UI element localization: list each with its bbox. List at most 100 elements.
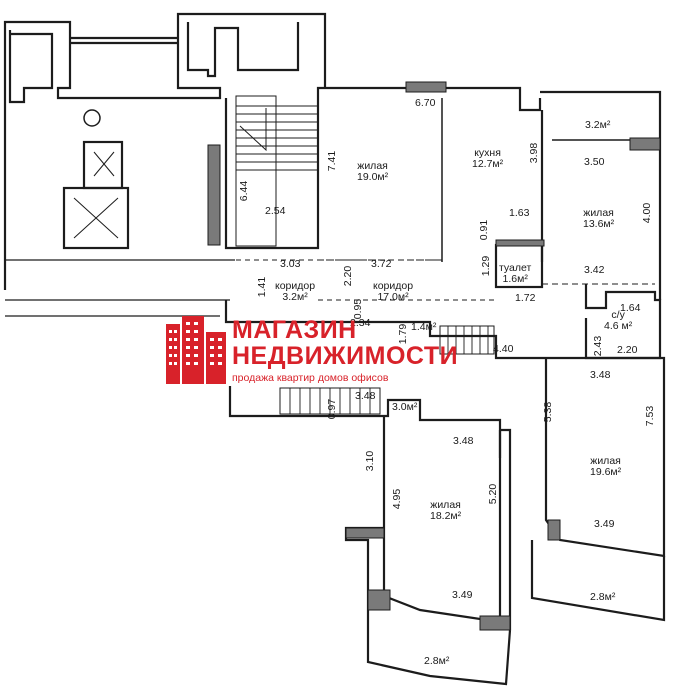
room-name: жилая [590, 455, 621, 467]
room-area: 1.4м² [411, 321, 437, 333]
dim-label: 3.49 [452, 589, 473, 601]
wall-left-inner [8, 30, 54, 104]
dim-label: 1.72 [515, 292, 536, 304]
dim-label: 3.48 [453, 435, 474, 447]
room-small-2: 3.0м² [392, 401, 418, 413]
room-balcony-right: 2.8м² [590, 591, 616, 603]
dim-label: 1.41 [256, 276, 269, 298]
dim-label: 1.64 [620, 302, 641, 314]
wall-right-living [544, 356, 666, 558]
column-5 [547, 519, 561, 541]
stair-arrow [239, 108, 267, 152]
wall-apartment-top [316, 86, 542, 112]
column-3 [629, 137, 661, 151]
room-area: 1.6м² [502, 273, 528, 286]
column-2 [405, 81, 447, 93]
dim-label: 3.72 [371, 258, 392, 270]
room-area: 17.0м² [377, 291, 409, 304]
room-name: с/у [611, 309, 625, 321]
column-1 [207, 144, 221, 246]
logo-line-1: МАГАЗИН [232, 316, 357, 344]
wall-central [224, 300, 586, 360]
wall-balcony-top [540, 90, 662, 300]
room-corridor-1: коридор 3.2м² [275, 280, 316, 304]
dim-label: 3.48 [590, 369, 611, 381]
dim-label: 5.38 [542, 401, 555, 423]
room-name: жилая [583, 207, 614, 219]
dim-label: 2.20 [342, 265, 355, 287]
dim-label: 2.20 [617, 344, 638, 356]
room-area: 2.8м² [424, 655, 450, 667]
column-7 [479, 615, 511, 631]
room-balcony-top: 3.2м² [585, 119, 611, 131]
dim-label: 3.10 [364, 450, 377, 472]
room-toilet: туалет 1.6м² [499, 262, 532, 286]
dim-label: 6.70 [415, 97, 436, 109]
column-8 [345, 527, 385, 539]
room-area: 3.0м² [392, 401, 418, 413]
room-living-4: жилая 18.2м² [430, 499, 462, 523]
column-6 [367, 589, 391, 611]
dim-label: 1.29 [480, 255, 493, 277]
dashed-lines [200, 259, 496, 301]
agency-logo: МАГАЗИН НЕДВИЖИМОСТИ продажа квартир дом… [164, 312, 458, 392]
dim-label: 4.40 [493, 343, 514, 355]
room-name: жилая [430, 499, 461, 511]
room-area: 19.0м² [357, 171, 389, 184]
room-living-2: жилая 13.6м² [583, 207, 615, 231]
dim-label: 7.41 [326, 150, 339, 172]
dim-label: 2.34 [350, 317, 371, 329]
walls [3, 12, 666, 686]
wall-top-left [3, 12, 327, 290]
dim-label: 4.00 [641, 202, 654, 224]
room-name: кухня [474, 147, 501, 159]
room-balcony-bottom: 2.8м² [424, 655, 450, 667]
dim-label: 3.50 [584, 156, 605, 168]
dim-label: 2.54 [265, 205, 286, 217]
room-name: коридор [373, 280, 414, 292]
room-living-1: жилая 19.0м² [357, 160, 389, 184]
stair-wall [224, 98, 320, 250]
room-area: 13.6м² [583, 218, 615, 231]
dim-label: 4.95 [391, 488, 404, 510]
wall-lower-balcony [366, 608, 512, 686]
dim-label: 3.48 [355, 390, 376, 402]
room-name: туалет [499, 262, 532, 274]
room-area: 12.7м² [472, 158, 504, 171]
dim-label: 5.20 [487, 483, 500, 505]
elevator-sensor [83, 109, 101, 127]
dim-label: 3.49 [594, 518, 615, 530]
wall-right-balcony [530, 540, 666, 622]
dim-label: 3.03 [280, 258, 301, 270]
central-stair [439, 325, 495, 355]
wall-lower-living-right [500, 428, 512, 630]
wall-tower [186, 22, 300, 78]
room-small-1: 1.4м² [411, 321, 437, 333]
logo-tagline: продажа квартир домов офисов [232, 372, 389, 384]
dim-label: 6.44 [238, 180, 251, 202]
central-stair-steps [447, 326, 489, 354]
dim-label: 1.63 [509, 207, 530, 219]
room-area: 3.2м² [282, 291, 308, 304]
stair-flight [235, 95, 277, 247]
dim-label: 3.42 [584, 264, 605, 276]
room-living-3: жилая 19.6м² [590, 455, 622, 479]
logo-line-2: НЕДВИЖИМОСТИ [232, 342, 459, 370]
room-area: 4.6 м² [604, 320, 633, 333]
elevator-shaft-2 [62, 186, 130, 250]
column-4 [495, 239, 545, 247]
dim-label: 7.53 [644, 405, 657, 427]
room-area: 2.8м² [590, 591, 616, 603]
dim-label: 0.97 [326, 398, 339, 420]
room-area: 18.2м² [430, 510, 462, 523]
room-name: жилая [357, 160, 388, 172]
room-name: коридор [275, 280, 316, 292]
wall-fills [207, 81, 661, 631]
stair-steps [236, 105, 318, 171]
room-area: 19.6м² [590, 466, 622, 479]
room-corridor-2: коридор 17.0м² [373, 280, 414, 304]
dim-label: 2.43 [592, 335, 605, 357]
room-area: 3.2м² [585, 119, 611, 131]
wall-lower-stair [228, 386, 502, 458]
